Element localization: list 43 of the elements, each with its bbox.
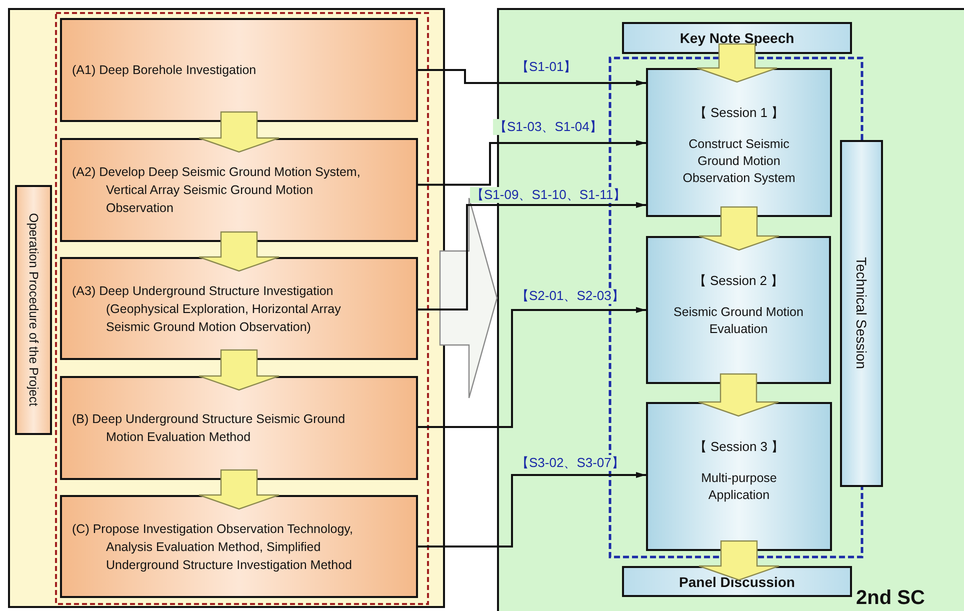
session-box <box>646 402 832 551</box>
session-description: Seismic Ground Motion Evaluation <box>672 304 804 338</box>
session-heading: 【 Session 2 】 <box>693 272 784 290</box>
vertical-event-title: Technical Session <box>854 257 870 370</box>
vertical-event-box <box>840 140 883 487</box>
session-description: Multi-purpose Application <box>700 470 778 504</box>
session-heading: 【 Session 3 】 <box>694 438 784 456</box>
session-box <box>646 236 831 384</box>
block-arrow <box>698 540 780 581</box>
arrow <box>418 69 646 86</box>
session-box <box>646 68 832 217</box>
step-text: (A3) Deep Underground Structure Investigation (Geophysical Exploration, Horizontal Array Seismic Ground Motion Observation) <box>72 282 342 336</box>
block-arrow <box>696 43 778 83</box>
event-box <box>622 566 852 597</box>
process-box <box>60 495 418 598</box>
arrow <box>418 472 646 548</box>
block-arrow <box>698 373 780 417</box>
step-text: (A2) Develop Deep Seismic Ground Motion System, Vertical Array Seismic Ground Motion Observation <box>72 164 362 217</box>
block-arrow <box>198 349 280 391</box>
event-title: Key Note Speech <box>680 30 794 46</box>
step-text: (C) Propose Investigation Observation Technology, Analysis Evaluation Method, Simplified Underground Structure Investigation Method <box>72 520 354 574</box>
event-title: Panel Discussion <box>679 574 795 590</box>
block-arrow <box>198 469 280 510</box>
process-box <box>60 18 418 122</box>
arrow <box>418 307 646 428</box>
block-arrow <box>439 197 498 399</box>
step-text: (A1) Deep Borehole Investigation <box>72 62 258 79</box>
vertical-title: Operation Procedure of the Project <box>26 213 40 407</box>
event-box <box>622 22 852 54</box>
process-box <box>60 376 418 480</box>
session-description: Construct Seismic Ground Motion Observation System <box>682 136 796 187</box>
vertical-title-box <box>15 185 52 435</box>
arrow <box>418 140 646 186</box>
block-arrow <box>198 111 280 153</box>
arrow <box>418 202 646 311</box>
process-box <box>60 138 418 242</box>
procedure-panel <box>8 8 445 608</box>
step-text: (B) Deep Underground Structure Seismic Ground Motion Evaluation Method <box>72 411 346 446</box>
session-heading: 【 Session 1 】 <box>694 104 784 122</box>
block-arrow <box>198 231 280 272</box>
heading-text: 2nd SC <box>856 586 925 610</box>
process-box <box>60 257 418 360</box>
block-arrow <box>698 206 780 251</box>
